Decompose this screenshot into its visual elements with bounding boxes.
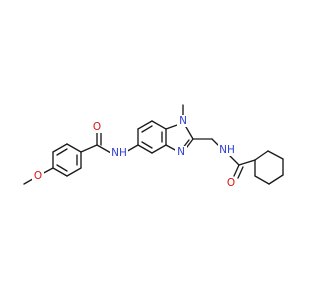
benzimidazole-ring-bond: [151, 120, 167, 130]
cyclohexyl-o-background: [225, 177, 237, 189]
left-ring-bond: [52, 143, 68, 153]
imidazole-bond: [185, 126, 194, 140]
benzamide-oxygen-label: O: [93, 121, 101, 133]
carbonyl-double-bond: [233, 164, 240, 177]
left-ring-bond: [66, 143, 82, 153]
benzamide-nh-background: [110, 147, 128, 159]
left-ring-bond: [66, 167, 82, 177]
molecule-diagram: O O NH N N NH O: [23, 104, 284, 189]
benzimidazole-double-bond: [141, 141, 153, 149]
methoxy-o-background: [32, 170, 44, 182]
benzimidazole-ring-bond: [151, 144, 167, 154]
benzamide-o-background: [91, 121, 103, 133]
benzamide-nh-label: NH: [111, 147, 127, 159]
imidazole-n3-label: N: [177, 146, 185, 158]
left-ring-double-bond: [56, 148, 68, 156]
cyclohexane-bond: [268, 174, 284, 185]
benzimidazole-ring-bond: [137, 144, 153, 154]
benzimidazole-double-bond: [141, 125, 153, 133]
molecule-structure: O O NH N N NH O: [23, 104, 284, 189]
cyclohexyl-oxygen-label: O: [227, 177, 235, 189]
imidazole-n1-background: [177, 115, 189, 127]
cyclohexane-bond: [267, 150, 284, 160]
ring-carbonyl-bond: [80, 144, 98, 153]
cyclohexyl-nh-background: [218, 144, 236, 156]
amide-bond: [96, 144, 112, 154]
imidazole-n1-label: N: [179, 115, 187, 127]
carbonyl-double-bond: [237, 166, 244, 179]
left-ring-double-bond: [56, 164, 68, 172]
benzimidazole-ring-bond: [137, 120, 153, 130]
methoxy-oxygen-label: O: [34, 170, 42, 182]
cyclohexyl-nh-label: NH: [219, 144, 235, 156]
amide-bond: [229, 155, 240, 166]
imidazole-n3-background: [175, 146, 187, 158]
left-ring-bond: [52, 167, 68, 177]
cyclohexane-bond: [254, 175, 270, 185]
cyclohexyl-attachment-bond: [238, 159, 256, 166]
cyclohexane-bond: [254, 150, 269, 161]
